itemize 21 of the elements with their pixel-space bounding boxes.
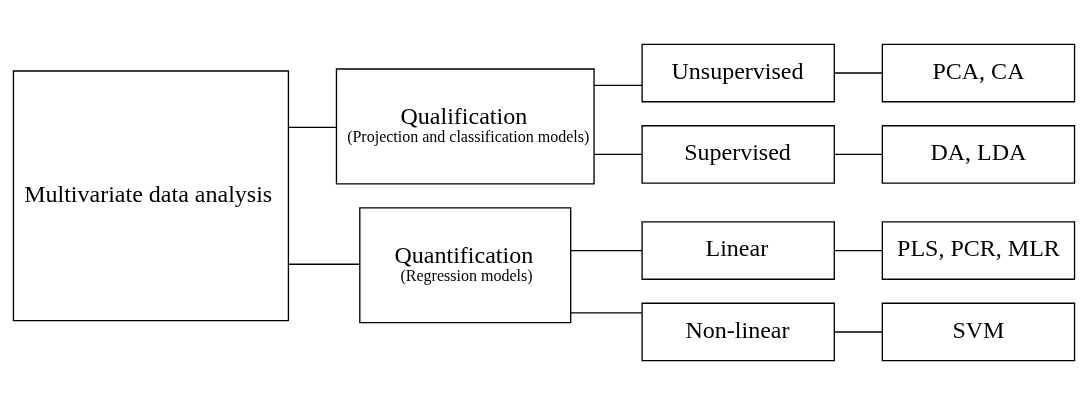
- node-box: PCA, CA: [881, 43, 1076, 103]
- node-box: Non-linear: [641, 302, 835, 362]
- node-box: PLS, PCR, MLR: [881, 221, 1076, 280]
- node-box: Qualification (Projection and classification models): [335, 68, 595, 185]
- node-box: Quantification (Regression models): [359, 207, 572, 324]
- node-box: Linear: [641, 221, 835, 280]
- connector: [833, 153, 883, 156]
- connector: [833, 72, 883, 74]
- connector: [288, 126, 338, 129]
- node-box: Multivariate data analysis: [12, 70, 290, 322]
- connector: [833, 331, 883, 333]
- connector: [833, 249, 883, 252]
- connector: [570, 249, 643, 252]
- node-box: Supervised: [641, 125, 835, 184]
- node-box: Unsupervised: [641, 43, 835, 103]
- connector: [593, 153, 643, 156]
- node-box: DA, LDA: [881, 125, 1076, 184]
- connector: [570, 312, 643, 314]
- node-box: SVM: [881, 302, 1076, 362]
- connector: [288, 263, 361, 265]
- connector: [593, 84, 643, 87]
